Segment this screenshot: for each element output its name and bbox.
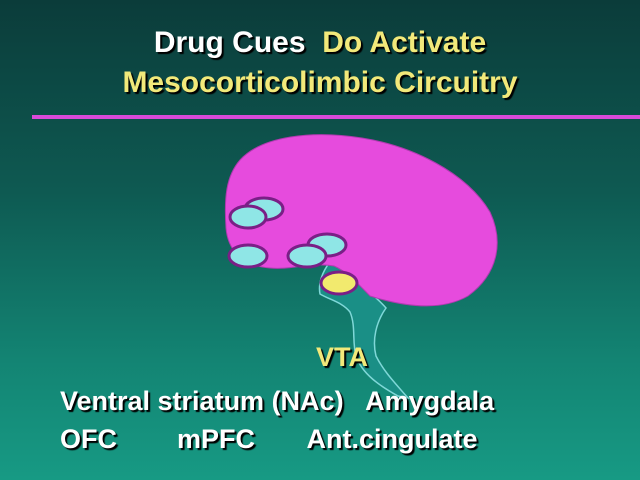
label-row-1: Ventral striatum (NAc) Amygdala (60, 386, 495, 416)
vta-label: VTA (316, 342, 368, 372)
title-line-1: Drug Cues Do Activate (0, 24, 640, 62)
region-ellipse-2 (228, 204, 268, 230)
title-do-activate: Do Activate (322, 26, 487, 59)
title-divider (32, 115, 640, 119)
title-line-2: Mesocorticolimbic Circuitry (122, 66, 518, 99)
region-ellipse-3 (227, 243, 269, 269)
vta-ellipse (319, 270, 359, 296)
region-ellipse-5 (286, 243, 328, 269)
brainstem (318, 261, 410, 400)
label-row-2: OFC mPFC Ant.cingulate (60, 424, 478, 454)
title-drug-cues: Drug Cues (153, 26, 306, 59)
